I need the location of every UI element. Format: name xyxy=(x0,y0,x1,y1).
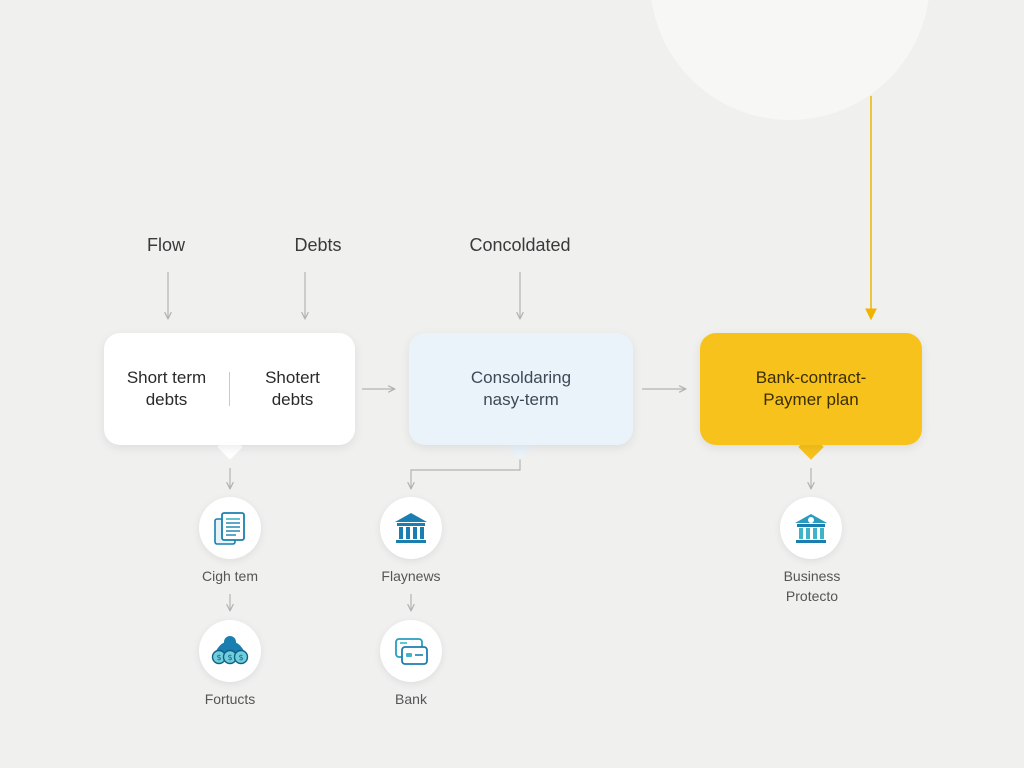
arrow-box2-elbow xyxy=(411,458,521,488)
svg-text:$: $ xyxy=(238,653,243,662)
bank-building-icon-graphic xyxy=(395,513,427,543)
business-bank-icon-graphic xyxy=(795,514,827,543)
bank-cards-icon[interactable] xyxy=(380,620,442,682)
bank-cards-label: Bank xyxy=(395,691,427,707)
header-debts: Debts xyxy=(294,235,342,255)
people-coins-icon-graphic: $ $ $ xyxy=(211,636,249,665)
svg-text:$: $ xyxy=(216,653,221,662)
bank-contract-plan-box[interactable]: Bank-contract- Paymer plan xyxy=(700,333,922,445)
people-label: Fortucts xyxy=(204,691,256,707)
header-consolidated: Concoldated xyxy=(469,235,571,255)
documents-icon[interactable] xyxy=(199,497,261,559)
shotert-debts-label: Shotert debts xyxy=(265,368,320,409)
business-label: Business Protecto xyxy=(783,568,841,604)
people-coins-icon[interactable]: $ $ $ xyxy=(199,620,261,682)
box-divider xyxy=(229,372,230,406)
documents-icon-graphic xyxy=(214,512,245,545)
header-flow: Flow xyxy=(146,235,186,255)
consolidating-box[interactable]: Consoldaring nasy-term xyxy=(409,333,633,445)
bank-building-label: Flaynews xyxy=(381,568,441,584)
business-bank-icon[interactable] xyxy=(780,497,842,559)
short-term-debts-label: Short term debts xyxy=(126,368,207,409)
short-term-debts-box[interactable]: Short term debts Shotert debts xyxy=(104,333,355,445)
bank-building-icon[interactable] xyxy=(380,497,442,559)
documents-label: Cigh tem xyxy=(201,568,259,584)
bank-cards-icon-graphic xyxy=(395,638,428,665)
svg-text:$: $ xyxy=(227,653,232,662)
